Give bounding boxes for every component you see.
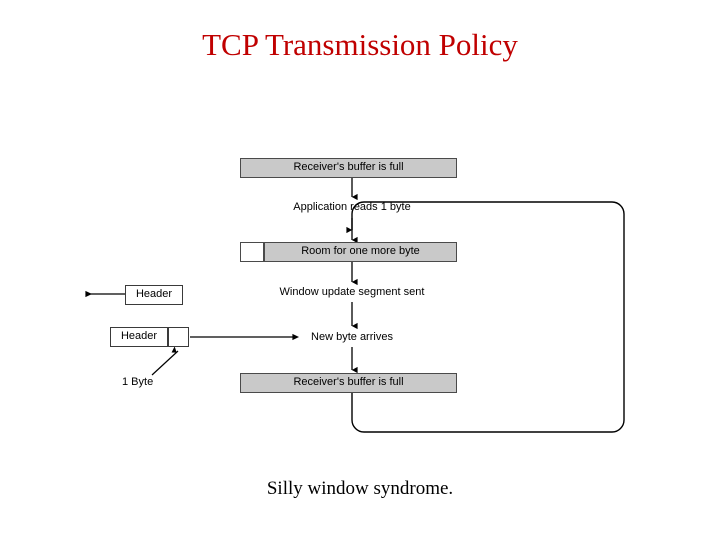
step-receiver-buffer-full-top: Receiver's buffer is full xyxy=(240,158,457,178)
arrow-one-byte-pointer xyxy=(151,346,179,376)
silly-window-syndrome-diagram: Receiver's buffer is full Application re… xyxy=(0,90,720,460)
free-byte-cell xyxy=(240,242,264,262)
step-new-byte-arrives: New byte arrives xyxy=(311,331,393,343)
step-application-reads-1-byte: Application reads 1 byte xyxy=(293,201,411,213)
one-byte-payload-label: 1 Byte xyxy=(122,376,154,388)
one-byte-packet-header: Header xyxy=(110,327,168,347)
one-byte-packet-payload-cell xyxy=(168,327,189,347)
diagram-connectors xyxy=(85,178,625,433)
step-window-update-segment-sent: Window update segment sent xyxy=(279,286,425,298)
figure-caption: Silly window syndrome. xyxy=(266,478,454,499)
step-room-for-one-more-byte: Room for one more byte xyxy=(264,242,457,262)
step-receiver-buffer-full-bottom: Receiver's buffer is full xyxy=(240,373,457,393)
window-update-packet-header: Header xyxy=(125,285,183,305)
page-title: TCP Transmission Policy xyxy=(202,27,518,62)
feedback-loop-path xyxy=(346,201,625,433)
